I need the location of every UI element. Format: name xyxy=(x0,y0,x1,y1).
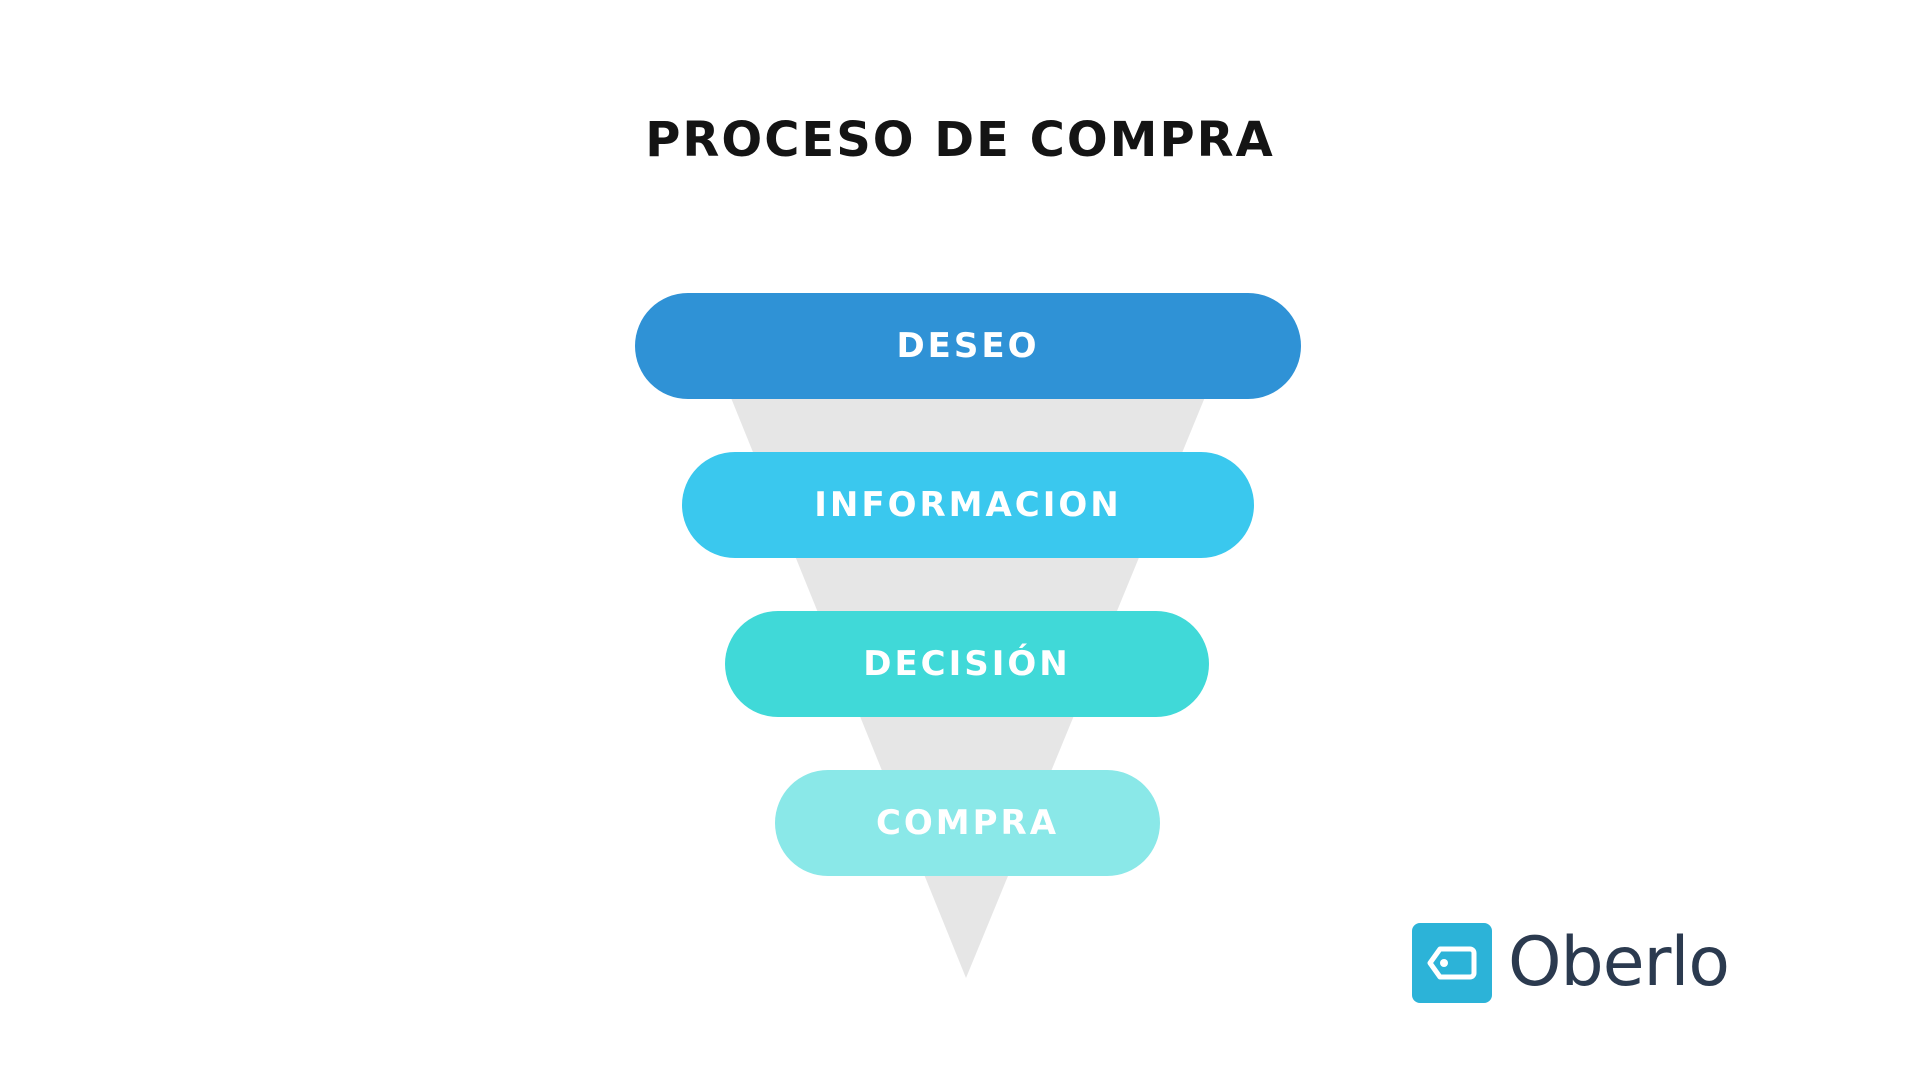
funnel-stage-informacion: INFORMACION xyxy=(682,452,1254,558)
price-tag-icon xyxy=(1412,923,1492,1003)
funnel-stage-deseo: DESEO xyxy=(635,293,1301,399)
stage-label: DESEO xyxy=(896,326,1040,366)
diagram-title: PROCESO DE COMPRA xyxy=(645,112,1275,168)
stage-label: DECISIÓN xyxy=(863,644,1071,684)
brand-name: Oberlo xyxy=(1508,923,1730,1002)
funnel-stage-decision: DECISIÓN xyxy=(725,611,1209,717)
oberlo-logo: Oberlo xyxy=(1412,923,1730,1003)
funnel-stage-compra: COMPRA xyxy=(775,770,1160,876)
stage-label: INFORMACION xyxy=(814,485,1122,525)
stage-label: COMPRA xyxy=(875,803,1060,843)
